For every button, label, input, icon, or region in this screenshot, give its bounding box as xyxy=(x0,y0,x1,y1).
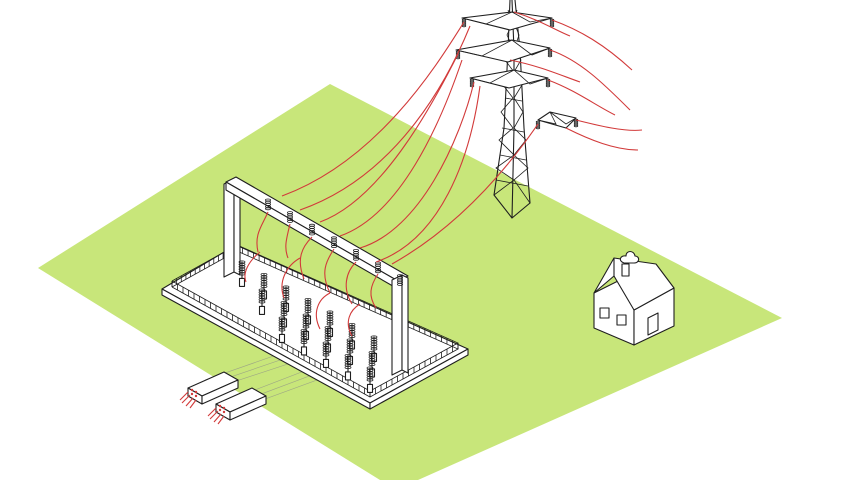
insulator-icon xyxy=(260,272,268,300)
hanging-insulator-icon xyxy=(352,248,359,261)
ground-plane xyxy=(38,84,782,480)
insulator-icon xyxy=(258,288,266,315)
house-window-left xyxy=(599,307,610,319)
insulator-icon xyxy=(366,366,374,393)
hanging-insulator-icon xyxy=(396,274,403,286)
pylon-insulator-icon xyxy=(545,78,551,88)
hanging-insulator-icon xyxy=(264,198,271,211)
insulator-icon xyxy=(300,328,308,356)
cable-duct-left xyxy=(179,371,239,409)
cable-duct-right xyxy=(207,387,267,425)
house-chimney xyxy=(621,263,630,277)
insulator-icon xyxy=(324,325,332,353)
insulator-icon xyxy=(322,341,330,368)
hanging-insulator-icon xyxy=(286,211,293,223)
house xyxy=(593,250,675,346)
underground-cables xyxy=(179,335,331,425)
cable-ends-left xyxy=(190,388,198,398)
power-lines xyxy=(244,11,643,337)
insulator-icon xyxy=(344,353,352,381)
pylon-insulator-icon xyxy=(547,48,553,58)
insulator-icon xyxy=(278,316,286,343)
substation-equipment xyxy=(238,260,378,393)
beam-insulators xyxy=(264,198,403,286)
cable-ends-right xyxy=(218,404,226,414)
gantry-post-front xyxy=(391,274,403,376)
hanging-insulator-icon xyxy=(308,223,315,236)
pylon-insulator-icon xyxy=(549,18,555,28)
substation-fence xyxy=(171,244,459,398)
hanging-insulator-icon xyxy=(330,236,337,249)
house-window-right xyxy=(616,314,627,326)
house-door xyxy=(647,312,659,336)
hanging-insulator-icon xyxy=(374,261,381,274)
substation-slab-front xyxy=(369,348,469,410)
insulator-icon xyxy=(368,350,376,378)
pylon-crossarms xyxy=(455,11,577,129)
insulator-icon xyxy=(238,260,246,287)
transmission-pylon xyxy=(455,0,579,219)
chimney-smoke xyxy=(619,250,640,264)
